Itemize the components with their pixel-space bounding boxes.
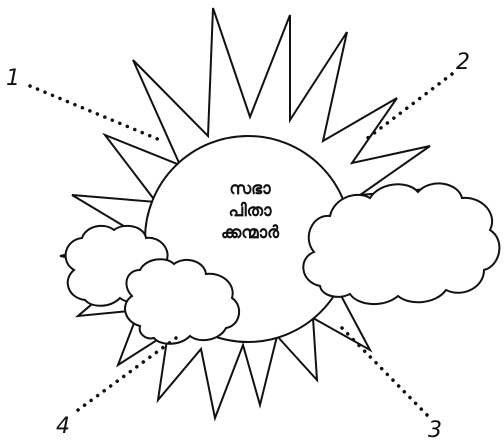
center-label-line-1: സഭാ — [200, 178, 300, 200]
marker-3: 3 — [428, 420, 442, 442]
center-label-line-3: ക്കന്മാർ — [200, 222, 300, 244]
center-label: സഭാ പിതാ ക്കന്മാർ — [200, 178, 300, 244]
marker-1: 1 — [6, 68, 20, 90]
center-label-line-2: പിതാ — [200, 200, 300, 222]
leader-line-1 — [30, 86, 160, 140]
leader-line-2 — [365, 74, 452, 140]
marker-4: 4 — [56, 416, 70, 438]
marker-2: 2 — [456, 52, 470, 74]
